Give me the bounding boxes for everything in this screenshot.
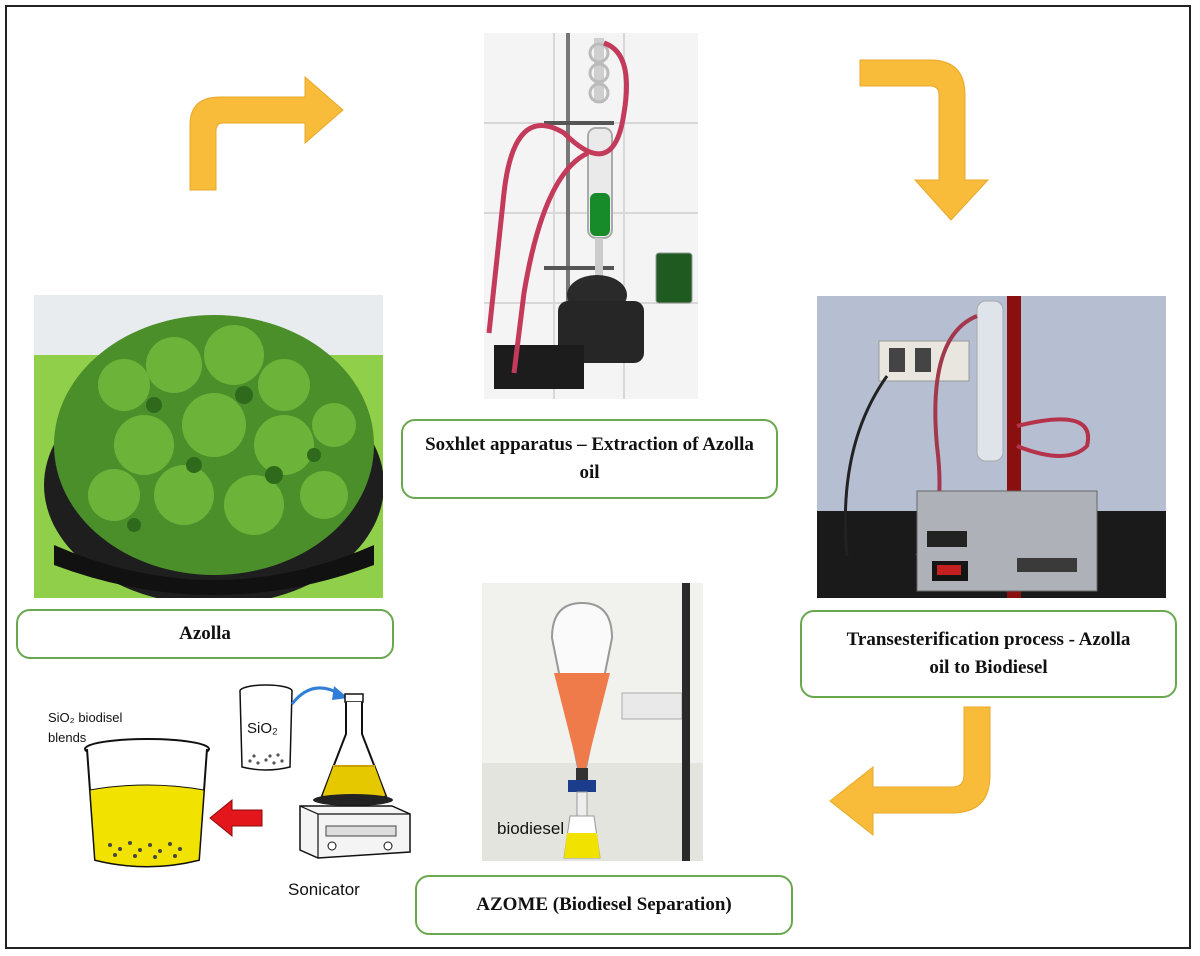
biodiesel-label: biodiesel	[497, 819, 565, 838]
transesterification-photo	[817, 296, 1166, 598]
blends-label-line1: SiO₂ biodisel	[48, 710, 123, 725]
transesterification-label: Transesterification process - Azolla oil…	[800, 610, 1177, 698]
sio2-beaker-icon	[239, 684, 293, 771]
azolla-label-text: Azolla	[179, 623, 231, 645]
soxhlet-label-text: Soxhlet apparatus – Extraction of Azolla…	[425, 434, 754, 483]
blends-beaker-icon	[84, 738, 210, 868]
separatory-funnel-photo: biodiesel	[482, 583, 703, 861]
azolla-photo	[34, 295, 383, 598]
curved-arrow-right-icon	[189, 75, 344, 191]
sonication-schematic: SiO₂ biodisel blends SiO₂ Sonicat	[30, 680, 420, 910]
soxhlet-apparatus-photo	[484, 33, 698, 399]
red-arrow-left-icon	[209, 798, 263, 838]
soxhlet-label: Soxhlet apparatus – Extraction of Azolla…	[401, 419, 778, 499]
erlenmeyer-flask-icon	[320, 693, 388, 801]
curved-arrow-left-icon	[829, 706, 991, 837]
blue-curved-arrow-icon	[290, 686, 348, 705]
transesterification-label-text: Transesterification process - Azolla oil…	[846, 629, 1131, 678]
azolla-label: Azolla	[16, 609, 394, 659]
figure-frame	[5, 5, 1191, 949]
blends-label-line2: blends	[48, 730, 87, 745]
azome-label: AZOME (Biodiesel Separation)	[415, 875, 793, 935]
sonicator-icon	[299, 794, 411, 859]
curved-arrow-down-icon	[859, 59, 990, 221]
sio2-beaker-label: SiO₂	[247, 720, 278, 737]
azome-label-text: AZOME (Biodiesel Separation)	[476, 894, 732, 916]
sonicator-label: Sonicator	[288, 880, 360, 899]
